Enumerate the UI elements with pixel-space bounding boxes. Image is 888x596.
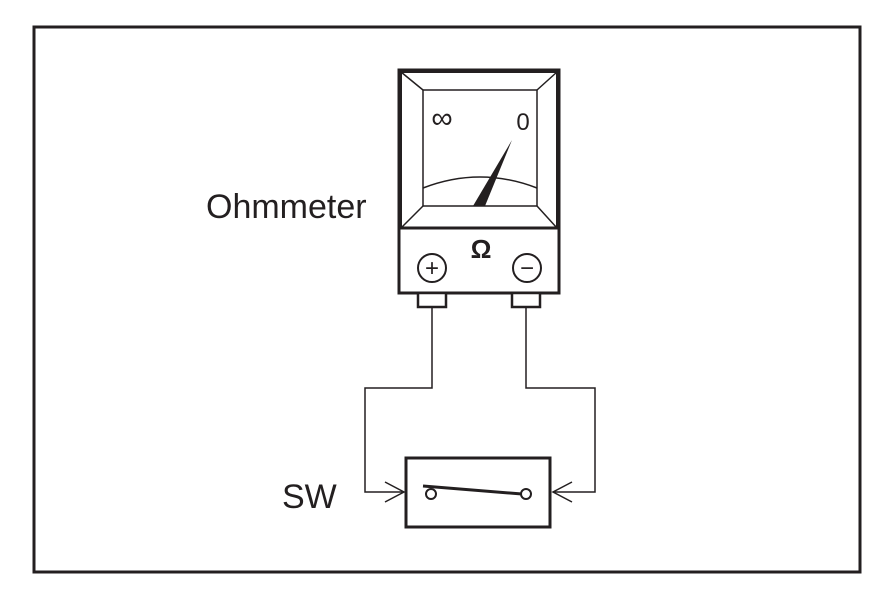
scale-zero-label: 0 bbox=[516, 109, 529, 136]
meter-needle bbox=[473, 140, 512, 206]
switch-label: SW bbox=[282, 478, 337, 516]
positive-terminal-label: + bbox=[425, 255, 439, 282]
ohmmeter-label: Ohmmeter bbox=[206, 188, 367, 226]
negative-probe-connector bbox=[510, 291, 542, 309]
negative-lead-wire bbox=[525, 307, 596, 493]
ohmmeter: ∞ 0 Ω + − bbox=[397, 68, 561, 309]
right-probe-arrow bbox=[551, 481, 573, 503]
switch-lever bbox=[422, 484, 523, 496]
outer-frame bbox=[32, 25, 862, 574]
switch-contact-right bbox=[520, 488, 532, 500]
scale-arc bbox=[422, 176, 538, 189]
switch bbox=[404, 456, 552, 529]
ohm-symbol: Ω bbox=[471, 234, 492, 264]
negative-terminal-label: − bbox=[520, 255, 534, 282]
positive-lead-wire bbox=[364, 307, 433, 493]
positive-probe-connector bbox=[416, 291, 448, 309]
positive-terminal-icon bbox=[417, 253, 447, 283]
negative-terminal-icon bbox=[512, 253, 542, 283]
scale-infinity-label: ∞ bbox=[431, 102, 452, 135]
left-probe-arrow bbox=[384, 481, 406, 503]
switch-contact-left bbox=[425, 488, 437, 500]
dial-window bbox=[422, 89, 538, 207]
